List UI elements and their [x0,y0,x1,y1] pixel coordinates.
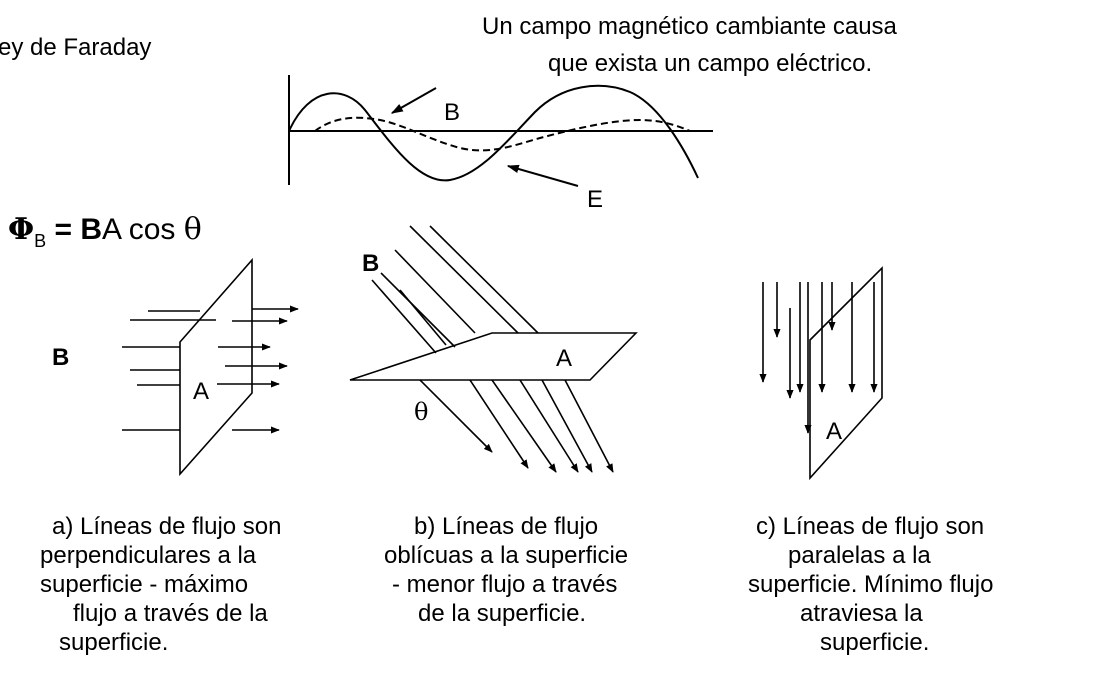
formula-rest: A cos [102,213,184,246]
caption-line: oblícuas a la superficie [384,542,629,569]
caption-line: c) Líneas de flujo son [756,513,985,540]
flux-formula: ΦB = BA cos θ [8,212,202,259]
panel-b-area-label: A [556,345,573,372]
panel-b-graphics [349,225,638,473]
phi-symbol: Φ [8,212,35,247]
panel-a-area-label: A [193,378,210,405]
panel-c-graphics [759,266,883,481]
surface-plane-a [179,257,253,477]
caption-line: atraviesa la [800,600,923,627]
caption-line: paralelas a la [788,542,931,569]
phi-subscript: B [34,231,47,251]
caption-line: superficie. [820,629,930,656]
wave-label-b: B [444,99,461,126]
surface-plane-c [809,266,883,481]
arrow-to-e-wave [506,164,579,187]
surface-plane-b [349,332,638,381]
field-arrow-b [469,379,529,469]
field-arrow-b [491,379,557,473]
panel-c-caption: c) Líneas de flujo son paralelas a la su… [748,512,993,657]
wave-label-e: E [587,186,604,213]
formula-theta: θ [183,212,202,247]
field-line-b [371,279,437,354]
field-arrow-b [419,379,493,453]
formula-equals: = [46,213,81,246]
caption-line: flujo a través de la [73,600,268,627]
field-line-b [380,272,456,348]
caption-line: perpendiculares a la [40,542,257,569]
field-line-b [429,225,539,334]
caption-line: de la superficie. [418,600,587,627]
caption-line: - menor flujo a través [392,571,618,598]
statement-line-2: que exista un campo eléctrico. [548,50,873,77]
panel-b-angle-label: θ [414,398,429,426]
panel-a-graphics [122,257,299,477]
caption-line: a) Líneas de flujo son [52,513,282,540]
field-line-b [394,249,476,334]
panel-b-field-label: B [362,250,380,277]
field-arrow-b [564,379,614,473]
field-arrow-b [541,379,593,473]
formula-b: B [80,213,103,246]
field-arrow-b [519,379,579,473]
caption-line: b) Líneas de flujo [414,513,599,540]
wave-b-dashed [314,116,691,152]
wave-diagram [288,75,713,187]
panel-b-caption: b) Líneas de flujo oblícuas a la superfi… [384,512,628,628]
panel-a-caption: a) Líneas de flujo son perpendiculares a… [40,512,282,657]
wave-e-solid [288,84,699,182]
panel-a-field-label: B [52,344,70,371]
field-line-b [399,289,447,346]
statement-line-1: Un campo magnético cambiante causa [482,13,897,40]
arrow-to-b-wave [390,87,437,114]
caption-line: superficie. [59,629,169,656]
slide-title: ey de Faraday [0,34,152,61]
field-line-b [409,225,519,334]
panel-c-area-label: A [826,418,843,445]
caption-line: superficie - máximo [40,571,249,598]
caption-line: superficie. Mínimo flujo [748,571,994,598]
